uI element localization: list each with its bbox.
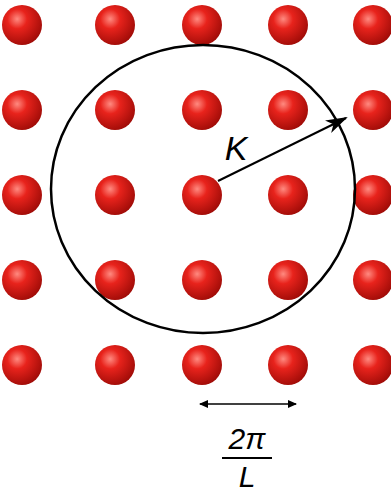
lattice-point (95, 90, 135, 130)
lattice-point (182, 90, 222, 130)
lattice-point (2, 260, 42, 300)
radius-arrow (218, 118, 346, 181)
lattice-point (268, 345, 308, 385)
sphere-outline (51, 45, 355, 333)
lattice-point (268, 175, 308, 215)
lattice-point (353, 90, 391, 130)
lattice-point (182, 5, 222, 45)
lattice-point (182, 260, 222, 300)
lattice-point (353, 345, 391, 385)
lattice-point (95, 260, 135, 300)
lattice-point (2, 175, 42, 215)
lattice-point (95, 345, 135, 385)
fraction-bar (222, 457, 272, 459)
spacing-arrow (200, 403, 296, 405)
lattice-point (268, 5, 308, 45)
lattice-point (268, 260, 308, 300)
lattice-point (353, 175, 391, 215)
lattice-point (2, 345, 42, 385)
lattice-points (2, 5, 391, 385)
lattice-point (95, 175, 135, 215)
lattice-point (353, 5, 391, 45)
math-label: L (239, 462, 256, 492)
math-label: K (225, 131, 248, 165)
math-label: 2π (229, 424, 266, 454)
lattice-point (2, 5, 42, 45)
lattice-point (268, 90, 308, 130)
lattice-point (2, 90, 42, 130)
lattice-point (182, 175, 222, 215)
lattice-point (182, 345, 222, 385)
lattice-point (353, 260, 391, 300)
lattice-point (95, 5, 135, 45)
